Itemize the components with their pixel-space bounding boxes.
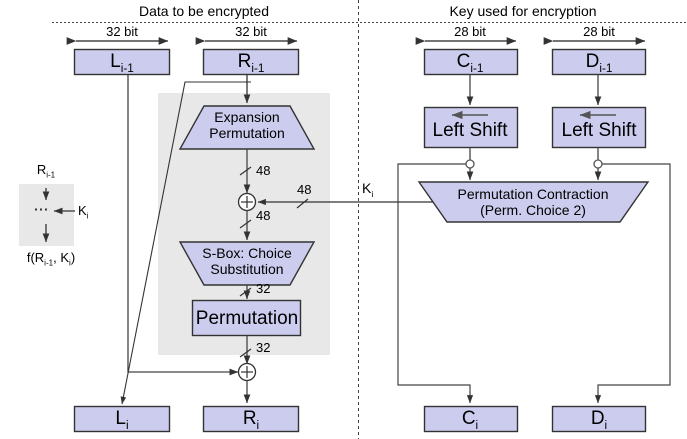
key-subkey-sub: i [371, 188, 374, 199]
permutation-block-box [191, 299, 302, 337]
wire-label-48-xor-out: 48 [256, 208, 271, 223]
register-r-prev-base: R [237, 51, 252, 72]
key-section-header: Key used for encryption [449, 3, 597, 19]
expansion-permutation-label: Expansion Permutation [209, 109, 284, 141]
width-label-c: 28 bit [454, 24, 486, 39]
expansion-permutation-line1: Expansion [214, 109, 280, 125]
expansion-permutation-line2: Permutation [209, 125, 285, 141]
permutation-contraction-label: Permutation Contraction (Perm. Choice 2) [458, 186, 609, 218]
register-l-next-box [73, 405, 171, 433]
left-shift-d-box [551, 106, 647, 149]
register-d-prev-sub: i-1 [599, 61, 613, 75]
register-d-prev-box [551, 48, 647, 76]
legend-output-mid: , K [53, 250, 70, 265]
expansion-permutation-shape [178, 105, 316, 150]
slash-32-permutation [239, 348, 252, 358]
register-d-next-box [551, 405, 647, 433]
sbox-line1: S-Box: Choice [202, 245, 292, 261]
register-r-prev-box [202, 48, 300, 76]
wire-d-junction-bus [594, 163, 671, 404]
data-section-header: Data to be encrypted [139, 3, 269, 19]
register-c-next-sub: i [475, 418, 479, 432]
wire-label-32-sbox: 32 [256, 281, 271, 296]
width-label-d: 28 bit [583, 24, 615, 39]
register-l-prev-base: L [110, 51, 121, 72]
register-d-prev-label: Di-1 [586, 51, 613, 75]
legend-output-sub2: i [69, 258, 71, 268]
register-c-prev-box [423, 48, 519, 76]
permutation-contraction-line2: (Perm. Choice 2) [480, 202, 586, 218]
left-shift-d-label: Left Shift [561, 120, 637, 141]
register-l-next-base: L [115, 408, 126, 429]
register-l-prev-box [73, 48, 171, 76]
key-subkey-label: Ki [362, 180, 373, 199]
left-shift-c-box [423, 106, 519, 149]
legend-output-suffix: ) [70, 250, 76, 265]
slash-32-sbox [239, 287, 252, 297]
legend-output-prefix: f(R [26, 250, 45, 265]
slash-48-key [296, 198, 309, 209]
register-d-next-base: D [590, 408, 605, 429]
register-c-prev-sub: i-1 [470, 61, 484, 75]
legend-key-base: K [78, 203, 87, 218]
wire-r-prev-branch-to-l-next [120, 81, 251, 405]
slash-48-xor-out [239, 219, 252, 229]
legend-key-sub: i [86, 211, 89, 221]
register-r-next-label: Ri [243, 408, 259, 432]
legend-input-base: R [36, 162, 47, 177]
legend-output-sub1: i-1 [44, 258, 54, 268]
wire-label-48-expansion: 48 [256, 163, 271, 178]
register-l-prev-sub: i-1 [120, 61, 134, 75]
legend-dots: ⋯ [33, 201, 49, 218]
register-c-prev-label: Ci-1 [457, 51, 484, 75]
register-l-next-label: Li [115, 408, 128, 432]
wire-label-48-key: 48 [297, 182, 312, 197]
permutation-block-label: Permutation [195, 308, 299, 329]
register-d-prev-base: D [585, 51, 600, 72]
legend-output-label: f(Ri-1, Ki) [27, 250, 75, 268]
sbox-choice-substitution-label: S-Box: Choice Substitution [202, 245, 291, 277]
legend-input-label: Ri-1 [37, 162, 55, 180]
register-r-prev-label: Ri-1 [238, 51, 265, 75]
wire-label-32-permutation: 32 [256, 340, 271, 355]
register-c-next-label: Ci [462, 408, 478, 432]
register-c-next-base: C [461, 408, 476, 429]
permutation-contraction-shape [417, 181, 650, 223]
register-r-prev-sub: i-1 [251, 61, 265, 75]
register-r-next-base: R [242, 408, 257, 429]
wire-c-junction-bus [397, 163, 474, 404]
sbox-line2: Substitution [210, 261, 284, 277]
register-r-next-sub: i [256, 418, 260, 432]
register-d-next-sub: i [604, 418, 608, 432]
permutation-contraction-line1: Permutation Contraction [457, 186, 609, 202]
register-c-prev-base: C [456, 51, 471, 72]
slash-48-expansion [239, 166, 252, 176]
register-l-next-sub: i [125, 418, 129, 432]
legend-input-sub: i-1 [46, 170, 56, 180]
width-label-r: 32 bit [235, 24, 267, 39]
register-c-next-box [423, 405, 519, 433]
key-subkey-base: K [362, 180, 372, 196]
legend-key-label: Ki [78, 203, 88, 221]
register-d-next-label: Di [591, 408, 607, 432]
register-l-prev-label: Li-1 [110, 51, 134, 75]
sbox-choice-substitution-shape [178, 241, 316, 286]
width-label-l: 32 bit [106, 24, 138, 39]
left-shift-c-label: Left Shift [432, 120, 508, 141]
register-r-next-box [202, 405, 300, 433]
